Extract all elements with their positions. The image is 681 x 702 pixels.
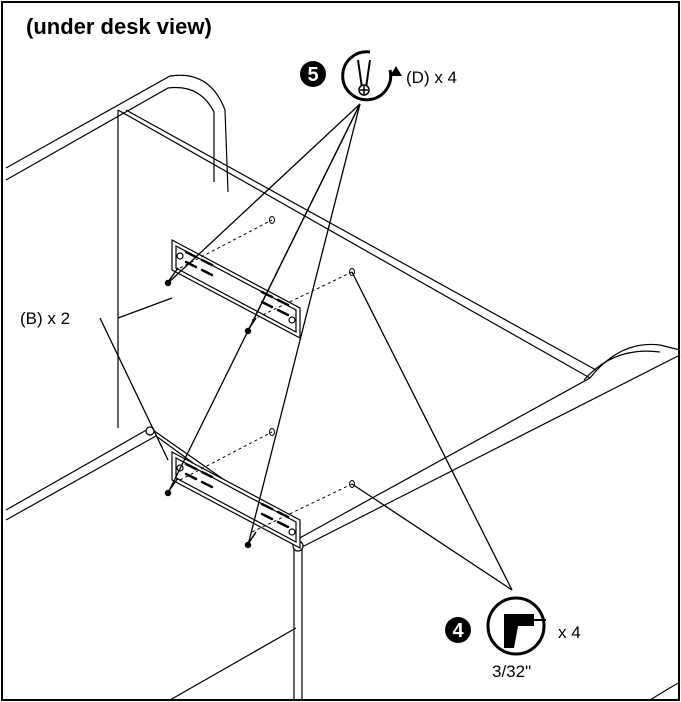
- step-5-number: 5: [307, 64, 318, 86]
- drill-bit-size: 3/32": [492, 662, 531, 681]
- step-4-quantity: x 4: [558, 623, 581, 642]
- alignment-dashes: [179, 219, 353, 533]
- power-drill-icon: [486, 596, 546, 656]
- pilot-holes: [269, 216, 355, 488]
- step-4-number: 4: [452, 620, 464, 642]
- upper-bracket: [171, 239, 301, 339]
- bracket-callout: (B) x 2: [20, 309, 70, 328]
- step-5-part: (D) x 4: [406, 68, 457, 87]
- step-4-callout: 4 x 4 3/32": [445, 596, 581, 681]
- view-title: (under desk view): [26, 14, 212, 39]
- step-5-badge: [300, 61, 326, 87]
- leader-lines: [99, 103, 513, 591]
- step-4-badge: [445, 617, 471, 643]
- lower-bracket: [171, 451, 301, 549]
- step-5-callout: 5 (D) x 4: [300, 50, 457, 102]
- screwdriver-rotate-icon: [341, 50, 402, 102]
